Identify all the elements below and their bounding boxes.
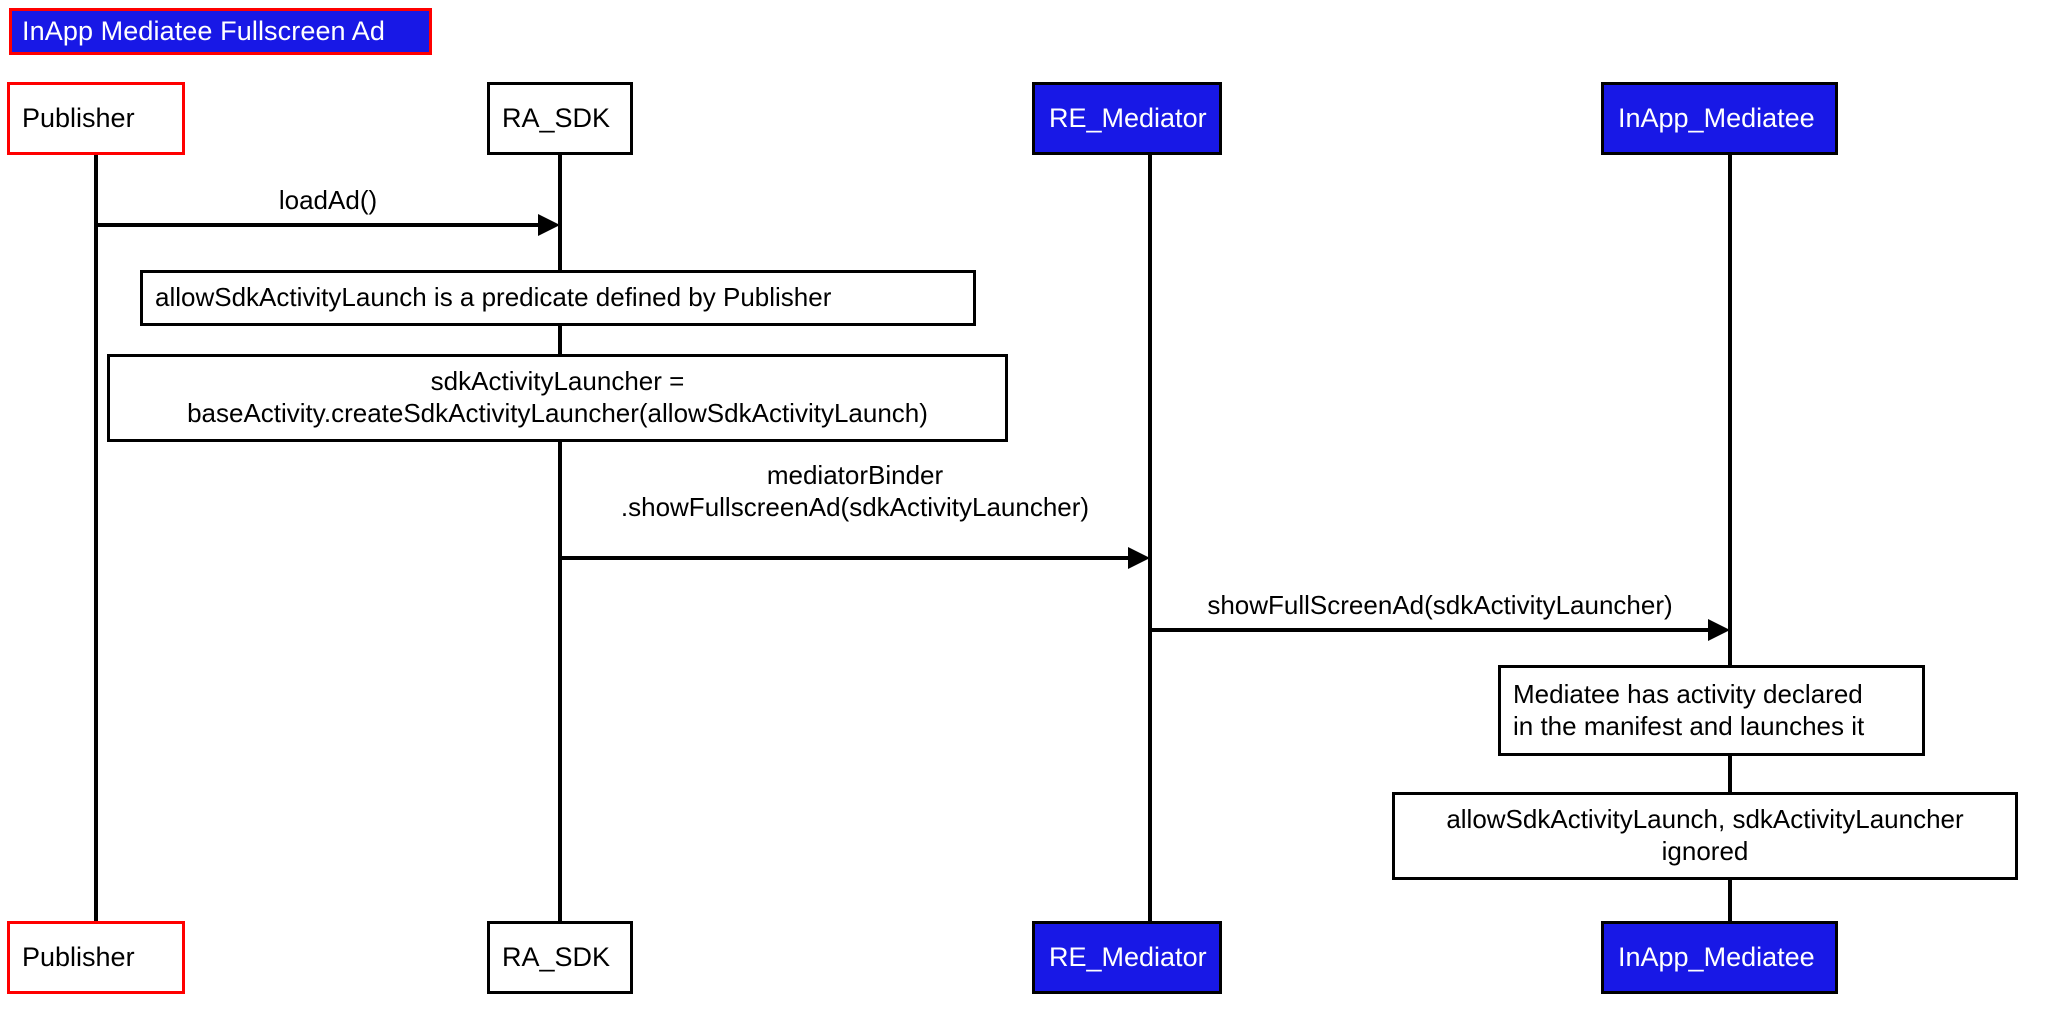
message-show-fullscreen-ad-line [560, 556, 1132, 560]
participant-publisher-top[interactable]: Publisher [7, 82, 185, 155]
lifeline-re-mediator [1148, 155, 1152, 921]
participant-inapp-mediatee-bottom-label: InApp_Mediatee [1618, 942, 1815, 972]
lifeline-inapp-mediatee [1728, 155, 1732, 921]
participant-inapp-mediatee-top[interactable]: InApp_Mediatee [1601, 82, 1838, 155]
participant-re-mediator-bottom[interactable]: RE_Mediator [1032, 921, 1222, 994]
note-allow-sdk-activity-launch-predicate: allowSdkActivityLaunch is a predicate de… [140, 270, 976, 326]
note-3-line-1: Mediatee has activity declared [1513, 678, 1863, 709]
participant-ra-sdk-top-label: RA_SDK [502, 103, 611, 133]
note-allow-sdk-activity-launch-ignored: allowSdkActivityLaunch, sdkActivityLaunc… [1392, 792, 2018, 880]
note-sdk-activity-launcher-assignment: sdkActivityLauncher = baseActivity.creat… [107, 354, 1008, 442]
participant-publisher-top-label: Publisher [22, 103, 135, 133]
note-3-line-2: in the manifest and launches it [1513, 710, 1865, 741]
message-mediatee-show-fullscreen-ad-label-line-1: showFullScreenAd(sdkActivityLauncher) [1207, 590, 1673, 620]
note-mediatee-manifest-activity: Mediatee has activity declared in the ma… [1498, 665, 1925, 756]
note-4-line-2: ignored [1661, 836, 1749, 866]
participant-ra-sdk-bottom-label: RA_SDK [502, 942, 611, 972]
lifeline-ra-sdk [558, 155, 562, 921]
message-show-fullscreen-ad-label-line-2: .showFullscreenAd(sdkActivityLauncher) [620, 491, 1090, 522]
participant-re-mediator-bottom-label: RE_Mediator [1049, 942, 1207, 972]
message-mediatee-show-fullscreen-ad-line [1150, 628, 1712, 632]
note-1-line-1: allowSdkActivityLaunch is a predicate de… [155, 282, 832, 313]
message-loadad-label: loadAd() [96, 185, 560, 217]
message-loadad-arrowhead [538, 214, 560, 236]
lifeline-publisher [94, 155, 98, 921]
participant-inapp-mediatee-bottom[interactable]: InApp_Mediatee [1601, 921, 1838, 994]
participant-publisher-bottom[interactable]: Publisher [7, 921, 185, 994]
participant-ra-sdk-bottom[interactable]: RA_SDK [487, 921, 633, 994]
participant-inapp-mediatee-top-label: InApp_Mediatee [1618, 103, 1815, 133]
message-mediatee-show-fullscreen-ad-label: showFullScreenAd(sdkActivityLauncher) [1150, 590, 1730, 622]
message-loadad-label-line-1: loadAd() [278, 185, 378, 215]
message-show-fullscreen-ad-label-line-1: mediatorBinder [766, 460, 944, 490]
note-4-line-1: allowSdkActivityLaunch, sdkActivityLaunc… [1446, 804, 1964, 835]
participant-re-mediator-top-label: RE_Mediator [1049, 103, 1207, 133]
message-show-fullscreen-ad-label: mediatorBinder .showFullscreenAd(sdkActi… [560, 460, 1150, 523]
participant-publisher-bottom-label: Publisher [22, 942, 135, 972]
diagram-title-label: InApp Mediatee Fullscreen Ad [22, 16, 386, 46]
message-mediatee-show-fullscreen-ad-arrowhead [1708, 619, 1730, 641]
note-2-line-2: baseActivity.createSdkActivityLauncher(a… [187, 398, 928, 428]
note-2-line-1: sdkActivityLauncher = [430, 366, 685, 397]
participant-re-mediator-top[interactable]: RE_Mediator [1032, 82, 1222, 155]
message-loadad-line [96, 223, 542, 227]
participant-ra-sdk-top[interactable]: RA_SDK [487, 82, 633, 155]
message-show-fullscreen-ad-arrowhead [1128, 547, 1150, 569]
diagram-title-box: InApp Mediatee Fullscreen Ad [9, 8, 432, 55]
